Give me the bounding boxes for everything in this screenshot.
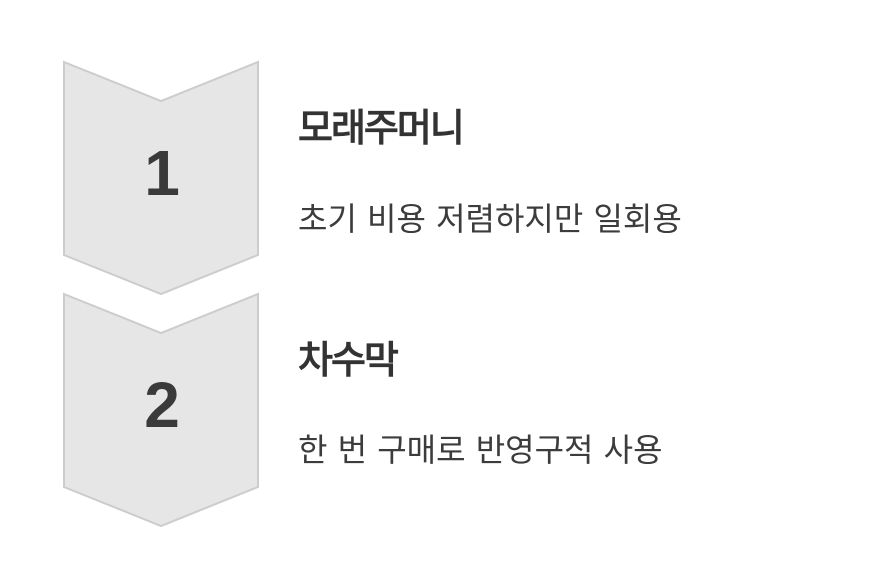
step-title-1: 모래주머니	[298, 106, 465, 150]
chevron-shape-2: 2	[62, 292, 262, 528]
step-number-1: 1	[144, 137, 180, 209]
step-description-2: 한 번 구매로 반영구적 사용	[298, 431, 663, 469]
step-title-2: 차수막	[298, 338, 399, 382]
step-number-2: 2	[144, 369, 180, 441]
step-description-1: 초기 비용 저렴하지만 일회용	[298, 200, 682, 238]
chevron-shape-1: 1	[62, 60, 262, 296]
